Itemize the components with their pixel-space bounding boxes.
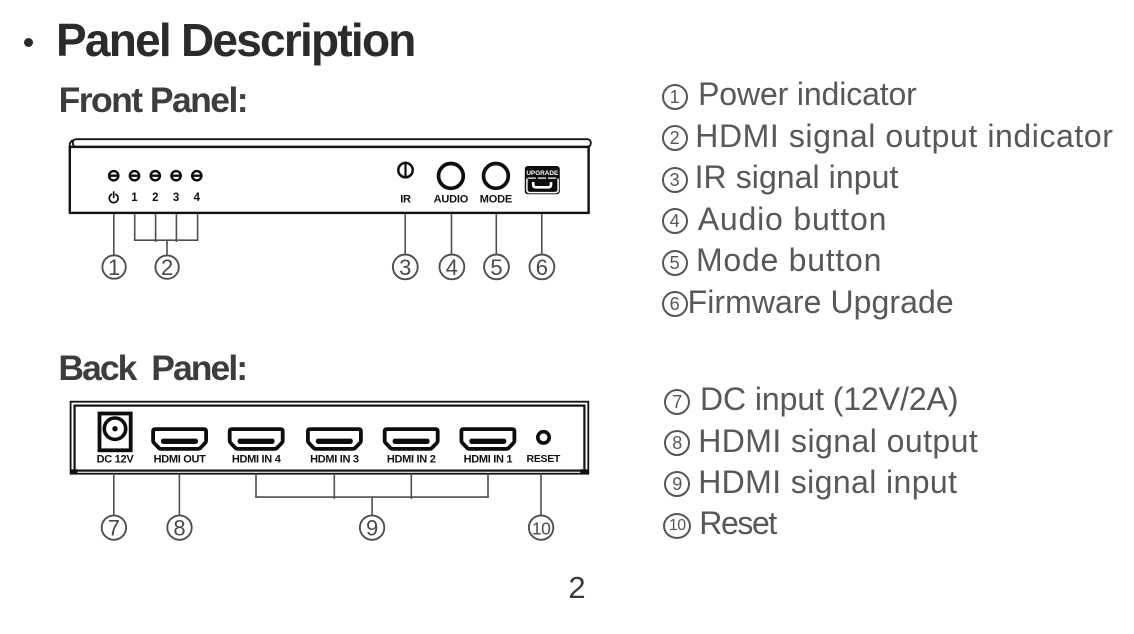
- svg-text:HDMI OUT: HDMI OUT: [154, 454, 207, 466]
- svg-text:4: 4: [194, 192, 201, 204]
- svg-text:UPGRADE: UPGRADE: [526, 170, 559, 177]
- svg-text:6: 6: [536, 255, 548, 280]
- svg-text:MODE: MODE: [480, 194, 512, 206]
- svg-text:RESET: RESET: [527, 453, 561, 465]
- svg-text:3: 3: [399, 255, 411, 280]
- svg-text:HDMI IN 4: HDMI IN 4: [232, 454, 282, 466]
- svg-text:7: 7: [108, 516, 120, 541]
- svg-text:HDMI IN 3: HDMI IN 3: [310, 454, 359, 466]
- svg-text:HDMI IN 2: HDMI IN 2: [387, 454, 436, 466]
- svg-text:IR: IR: [400, 194, 411, 206]
- svg-text:2: 2: [152, 192, 158, 204]
- svg-text:HDMI IN 1: HDMI IN 1: [464, 454, 513, 466]
- svg-text:9: 9: [366, 516, 378, 541]
- svg-text:1: 1: [131, 192, 138, 204]
- svg-text:5: 5: [490, 255, 502, 280]
- svg-text:DC 12V: DC 12V: [97, 454, 135, 466]
- svg-text:AUDIO: AUDIO: [434, 194, 469, 206]
- svg-text:8: 8: [173, 516, 185, 541]
- svg-text:3: 3: [173, 192, 179, 204]
- svg-text:10: 10: [532, 518, 551, 538]
- svg-text:1: 1: [108, 255, 120, 280]
- svg-text:2: 2: [161, 255, 173, 280]
- svg-text:4: 4: [446, 255, 458, 280]
